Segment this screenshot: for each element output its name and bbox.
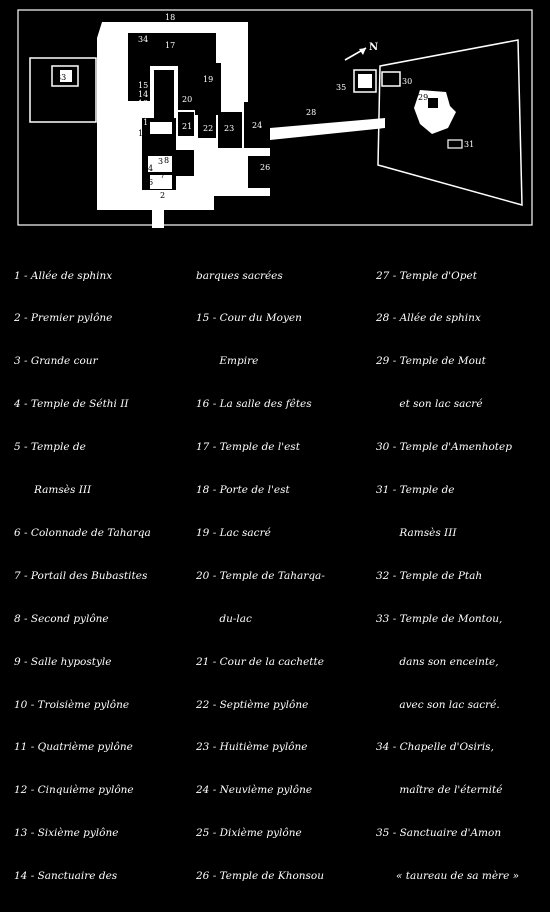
legend-item: 31 - Temple de [376,484,455,497]
plan-label-12: 12 [138,108,148,117]
legend-item: 23 - Huitième pylône [196,741,308,754]
legend-column-1: 1 - Allée de sphinx 2 - Premier pylône 3… [14,240,151,912]
legend-item: 21 - Cour de la cachette [196,655,324,668]
mut-temple [414,90,456,134]
plan-label-35: 35 [336,83,346,92]
legend: 1 - Allée de sphinx 2 - Premier pylône 3… [0,240,550,882]
mut-enclosure [377,39,523,206]
legend-item: 11 - Quatrième pylône [14,741,133,754]
plan-label-4: 4 [148,164,153,173]
legend-item: 28 - Allée de sphinx [376,312,481,325]
plan-label-19: 19 [203,75,213,84]
north-arrow-icon [344,47,367,61]
legend-item: 32 - Temple de Ptah [376,569,483,582]
plan-label-5: 5 [198,163,203,172]
legend-item: maître de l'éternité [376,784,503,797]
plan-label-31: 31 [464,140,474,149]
plan-label-26: 26 [260,163,270,172]
legend-item: 7 - Portail des Bubastites [14,569,148,582]
legend-item: 22 - Septième pylône [196,698,309,711]
ramses-temple-31 [447,139,463,149]
plan-label-33: 33 [56,73,66,82]
plan-label-7: 7 [160,171,165,180]
legend-item: Empire [196,355,259,368]
plan-label-20: 20 [182,95,192,104]
legend-item: « taureau de sa mère » [376,870,520,883]
legend-item: 1 - Allée de sphinx [14,269,113,282]
plan-label-18: 18 [165,13,175,22]
legend-item: 3 - Grande cour [14,355,98,368]
montou-enclosure [29,57,97,123]
allee-sphinx-1 [152,200,164,228]
plan-label-28: 28 [306,108,316,117]
plan-label-16: 16 [158,72,168,81]
plan-label-21: 21 [182,122,192,131]
legend-item: du-lac [196,612,252,625]
legend-item: 5 - Temple de [14,441,86,454]
legend-item: 12 - Cinquième pylône [14,784,134,797]
legend-item: 18 - Porte de l'est [196,484,290,497]
legend-item: Ramsès III [376,526,457,539]
legend-item: 26 - Temple de Khonsou [196,870,325,883]
legend-item: 29 - Temple de Mout [376,355,486,368]
plan-label-2: 2 [160,191,165,200]
plan-label-30: 30 [402,77,412,86]
legend-item: barques sacrées [196,269,283,282]
legend-item: 17 - Temple de l'est [196,441,300,454]
plan-label-22: 22 [203,124,213,133]
legend-item: 8 - Second pylône [14,612,109,625]
legend-item: 16 - La salle des fêtes [196,398,312,411]
legend-item: dans son enceinte, [376,655,499,668]
legend-item: 10 - Troisième pylône [14,698,130,711]
legend-item: 20 - Temple de Taharqa- [196,569,325,582]
plan-label-32: 32 [98,105,108,114]
plan-label-14: 14 [138,90,148,99]
plan-label-1: 1 [160,215,165,224]
plan-label-8: 8 [164,156,169,165]
plan-label-6: 6 [148,178,153,187]
legend-item: 6 - Colonnade de Taharqa [14,526,151,539]
montou-temple [51,65,79,87]
legend-item: 24 - Neuvième pylône [196,784,313,797]
legend-item: avec son lac sacré. [376,698,500,711]
plan-label-23: 23 [224,124,234,133]
legend-item: 34 - Chapelle d'Osiris, [376,741,494,754]
plan-label-3: 3 [158,157,163,166]
legend-item: 14 - Sanctuaire des [14,870,118,883]
legend-item: 33 - Temple de Montou, [376,612,503,625]
north-label: N [369,42,378,53]
map-frame [17,9,533,226]
plan-label-17: 17 [165,41,175,50]
legend-column-2: barques sacrées 15 - Cour du Moyen Empir… [196,240,325,912]
legend-item: et son lac sacré [376,398,483,411]
plan-label-15: 15 [138,81,148,90]
plan-label-29: 29 [418,93,428,102]
site-plan-map: N 1 2 3 4 5 6 7 8 9 10 11 12 13 14 15 16… [17,9,533,228]
legend-item: 13 - Sixième pylône [14,827,119,840]
legend-item: 19 - Lac sacré [196,526,271,539]
plan-label-10: 10 [138,129,148,138]
plan-label-34: 34 [138,35,148,44]
plan-label-11: 11 [138,118,148,127]
allee-sphinx-28 [270,118,385,140]
legend-item: 9 - Salle hypostyle [14,655,112,668]
plan-label-24: 24 [252,121,262,130]
plan-label-13: 13 [138,99,148,108]
legend-item: 27 - Temple d'Opet [376,269,477,282]
legend-item: 15 - Cour du Moyen [196,312,302,325]
legend-item: 2 - Premier pylône [14,312,113,325]
plan-label-9: 9 [158,141,163,150]
legend-item: 30 - Temple d'Amenhotep [376,441,512,454]
legend-item: 35 - Sanctuaire d'Amon [376,827,502,840]
amenhotep-temple [381,71,401,87]
legend-item: Ramsès III [14,484,92,497]
legend-column-3: 27 - Temple d'Opet 28 - Allée de sphinx … [376,240,519,912]
legend-item: 25 - Dixième pylône [196,827,302,840]
amun-sanctuary [353,69,377,93]
legend-item: 4 - Temple de Séthi II [14,398,129,411]
